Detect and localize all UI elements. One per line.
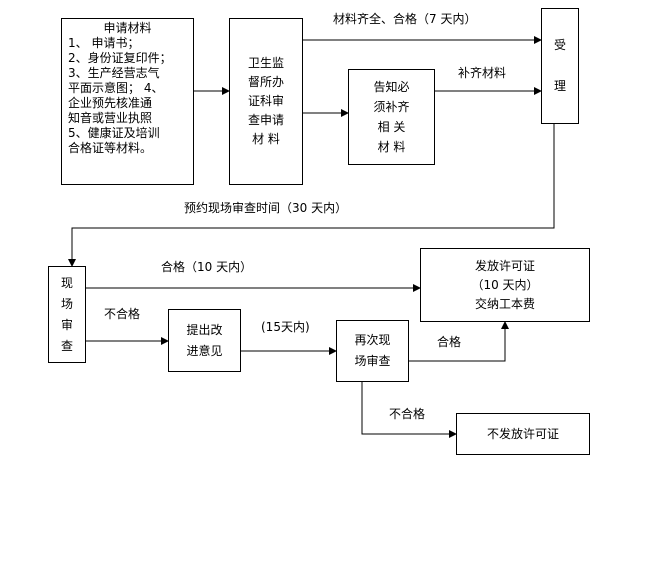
- improve-line-2: 进意见: [186, 343, 223, 358]
- label-schedule: 预约现场审查时间（30 天内）: [184, 201, 348, 215]
- review-line-1: 卫生监: [247, 56, 284, 70]
- accept-line-2: 理: [553, 79, 566, 93]
- label-supplement: 补齐材料: [458, 66, 507, 80]
- review-line-5: 材 料: [252, 132, 280, 146]
- reinspect-box: 再次现 场审查: [336, 320, 409, 382]
- notify-line-2: 须补齐: [373, 99, 410, 114]
- onsite-line-3: 审: [60, 317, 73, 332]
- permit-box: 发放许可证 （10 天内） 交纳工本费: [420, 248, 590, 322]
- onsite-line-4: 查: [60, 338, 73, 353]
- arrow-reinspect-to-permit: [409, 321, 509, 362]
- materials-line-2: 2、身份证复印件；: [68, 51, 172, 65]
- materials-line-4: 平面示意图； 4、: [68, 81, 164, 95]
- materials-line-1: 1、 申请书；: [68, 36, 140, 50]
- label-fail-2: 不合格: [389, 407, 426, 421]
- materials-line-6: 知音或营业执照: [68, 111, 153, 125]
- nopermit-box: 不发放许可证: [456, 413, 590, 455]
- materials-box: 申请材料 1、 申请书； 2、身份证复印件； 3、生产经营志气 平面示意图； 4…: [61, 18, 194, 185]
- onsite-box: 现 场 审 查: [48, 266, 86, 363]
- materials-line-5: 企业预先核准通: [68, 96, 153, 110]
- permit-line-2: （10 天内）: [471, 277, 539, 292]
- improve-box: 提出改 进意见: [168, 309, 241, 372]
- notify-box: 告知必 须补齐 相 关 材 料: [348, 69, 435, 165]
- materials-line-3: 3、生产经营志气: [68, 66, 160, 80]
- label-fail-1: 不合格: [104, 307, 141, 321]
- arrow-reinspect-to-nopermit: [361, 382, 457, 438]
- reinspect-line-2: 场审查: [354, 354, 391, 368]
- label-15days: (15天内): [261, 320, 310, 334]
- label-pass-10days: 合格（10 天内）: [161, 260, 253, 274]
- notify-line-4: 材 料: [377, 139, 406, 154]
- notify-line-1: 告知必: [373, 79, 410, 94]
- review-box: 卫生监 督所办 证科审 查申请 材 料: [229, 18, 303, 185]
- onsite-line-2: 场: [60, 296, 73, 311]
- review-line-3: 证科审: [247, 94, 284, 108]
- nopermit-text: 不发放许可证: [486, 426, 559, 441]
- accept-line-1: 受: [553, 38, 566, 52]
- arrow-accept-to-onsite: [68, 124, 555, 267]
- review-line-4: 查申请: [247, 113, 284, 127]
- notify-line-3: 相 关: [377, 119, 406, 134]
- reinspect-line-1: 再次现: [354, 333, 391, 347]
- materials-line-7: 5、健康证及培训: [68, 126, 160, 140]
- improve-line-1: 提出改: [186, 322, 223, 337]
- onsite-line-1: 现: [60, 275, 73, 290]
- accept-box: 受 理: [541, 8, 579, 124]
- label-complete: 材料齐全、合格（7 天内）: [333, 12, 477, 26]
- materials-line-8: 合格证等材料。: [68, 141, 153, 155]
- label-pass-2: 合格: [437, 335, 462, 349]
- permit-line-3: 交纳工本费: [474, 296, 535, 311]
- materials-title: 申请材料: [103, 21, 152, 35]
- permit-line-1: 发放许可证: [474, 258, 535, 273]
- review-line-2: 督所办: [247, 75, 284, 89]
